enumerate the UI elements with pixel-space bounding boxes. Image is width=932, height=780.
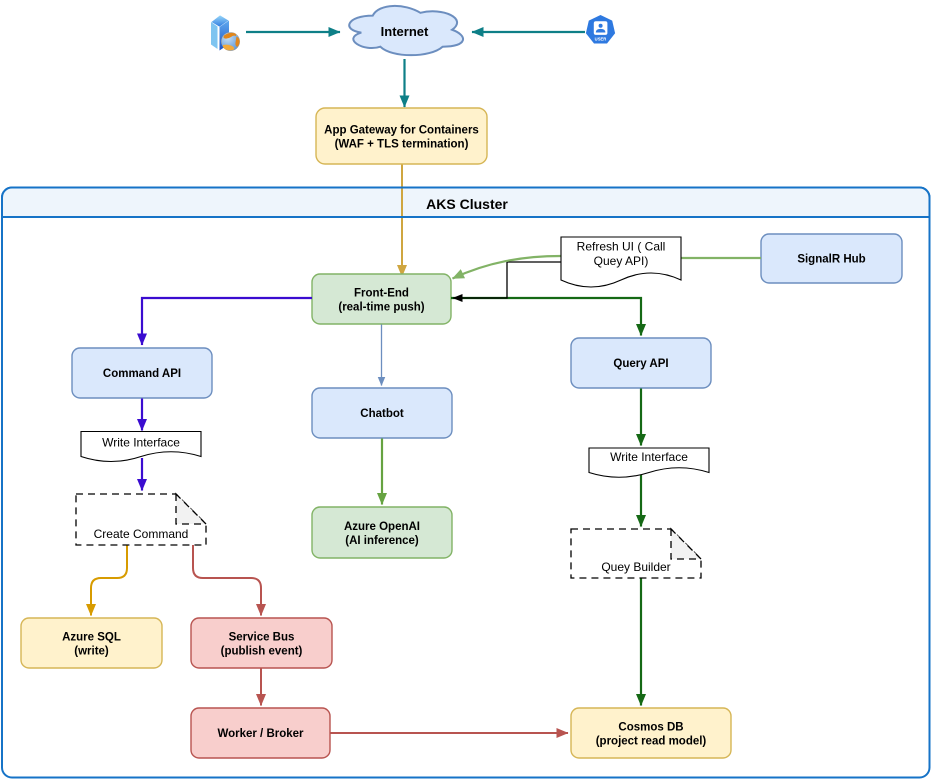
svg-text:AKS Cluster: AKS Cluster	[426, 196, 508, 212]
svg-text:Cosmos DB: Cosmos DB	[618, 722, 683, 734]
svg-text:Write Interface: Write Interface	[610, 450, 688, 464]
svg-text:Create Command: Create Command	[94, 527, 189, 541]
svg-text:App Gateway for Containers: App Gateway for Containers	[324, 125, 479, 137]
svg-text:Quey Builder: Quey Builder	[601, 560, 670, 574]
svg-text:(write): (write)	[74, 646, 109, 658]
svg-text:Command API: Command API	[103, 368, 181, 380]
svg-text:Azure OpenAI: Azure OpenAI	[344, 521, 420, 533]
svg-text:USER: USER	[595, 37, 607, 42]
svg-text:(AI inference): (AI inference)	[345, 535, 419, 547]
svg-text:Service Bus: Service Bus	[229, 632, 295, 644]
svg-text:(project read model): (project read model)	[596, 736, 707, 748]
svg-text:Azure SQL: Azure SQL	[62, 632, 121, 644]
svg-text:Write Interface: Write Interface	[102, 436, 180, 450]
svg-text:Chatbot: Chatbot	[360, 408, 404, 420]
svg-text:(publish event): (publish event)	[221, 646, 303, 658]
svg-text:Refresh UI ( Call: Refresh UI ( Call	[577, 240, 666, 254]
svg-text:Front-End: Front-End	[354, 288, 409, 300]
svg-text:Query API: Query API	[613, 358, 668, 370]
svg-text:Worker / Broker: Worker / Broker	[217, 728, 304, 740]
svg-text:SignalR Hub: SignalR Hub	[797, 254, 865, 266]
svg-text:Quey API): Quey API)	[594, 254, 649, 268]
svg-text:Internet: Internet	[381, 24, 429, 39]
svg-text:(WAF + TLS termination): (WAF + TLS termination)	[335, 139, 469, 151]
svg-text:(real-time push): (real-time push)	[338, 302, 424, 314]
